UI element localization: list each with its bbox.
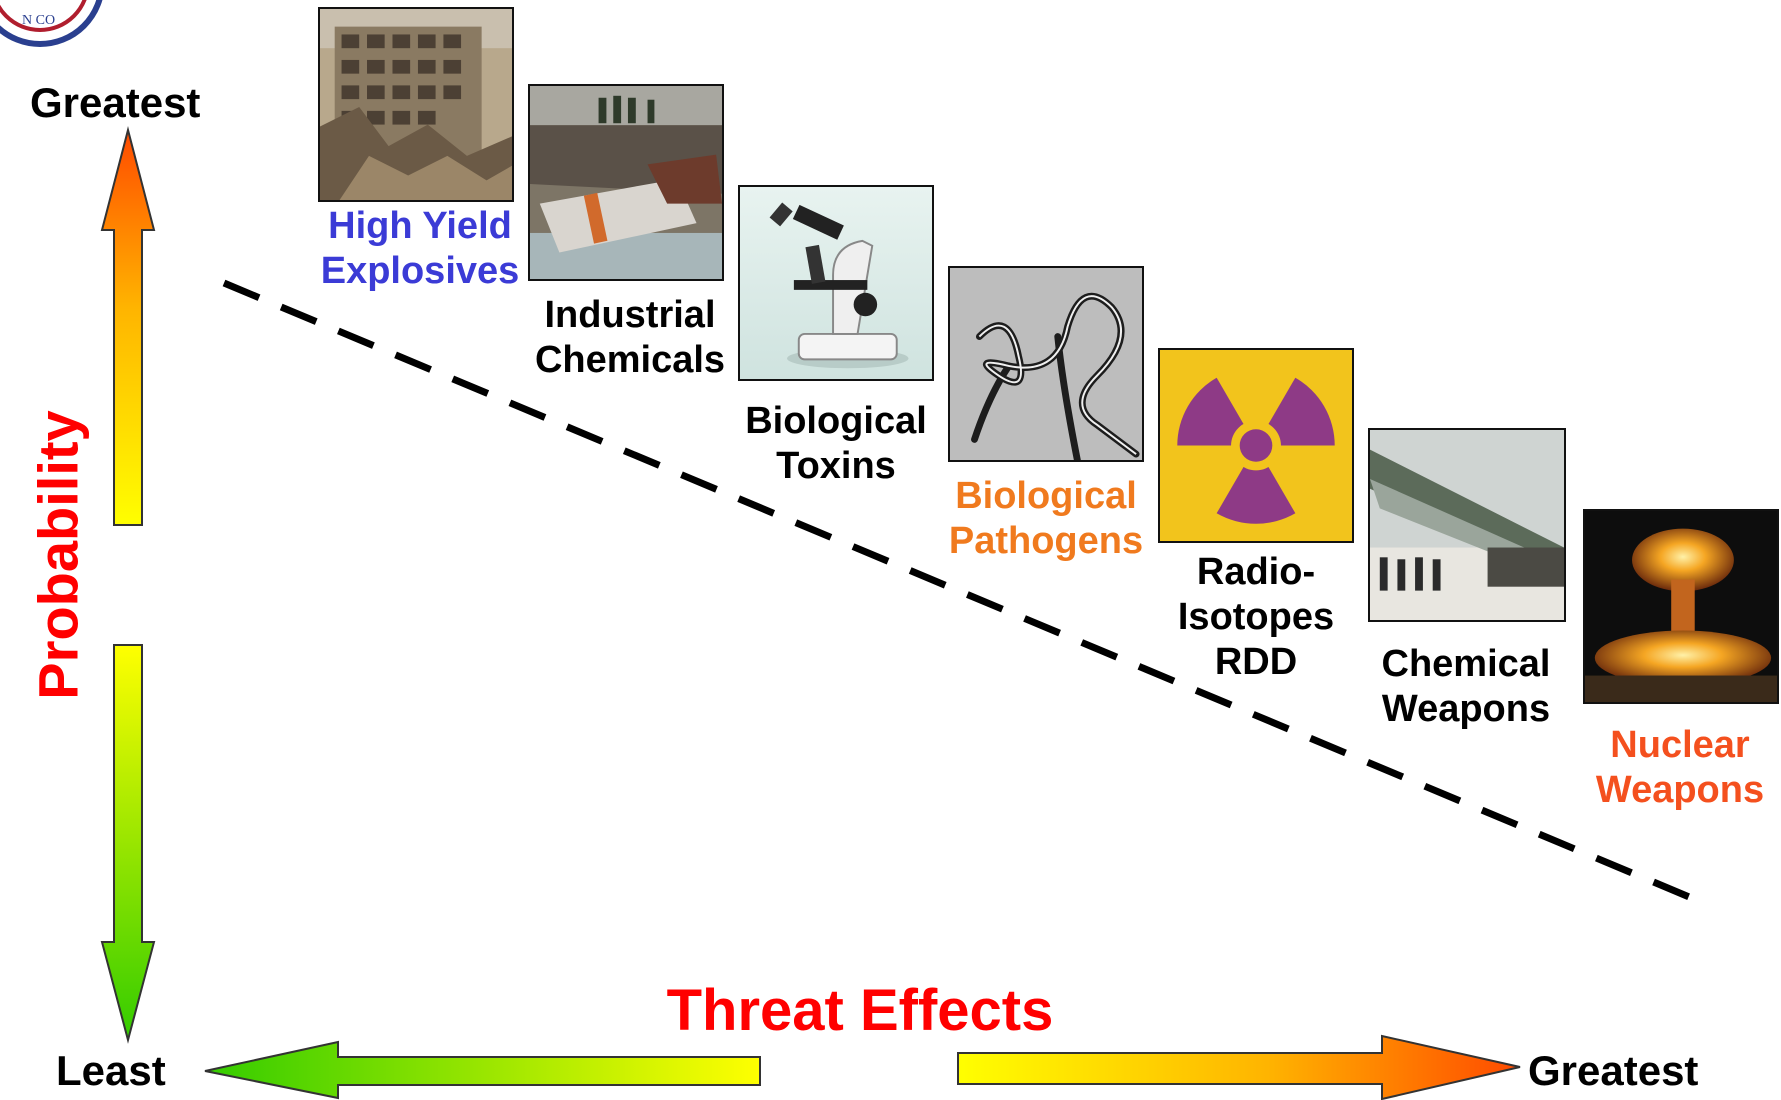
threat-label-line: Industrial bbox=[544, 294, 716, 336]
threat-label-line: Chemical bbox=[1381, 643, 1551, 685]
probability-up-arrow bbox=[100, 126, 156, 526]
threat-label-industrial-chemicals: Industrial Chemicals bbox=[520, 293, 740, 383]
threat-label-chemical-weapons: Chemical Weapons bbox=[1356, 642, 1576, 732]
building-damage-image bbox=[318, 7, 514, 202]
threat-label-line: Biological bbox=[745, 400, 927, 442]
threat-label-line: Biological bbox=[955, 475, 1137, 517]
threat-label-line: Chemicals bbox=[534, 339, 726, 381]
dashed-trend-line bbox=[222, 279, 1708, 908]
svg-text:N CO: N CO bbox=[22, 13, 55, 28]
threat-label-line: Nuclear bbox=[1610, 724, 1750, 766]
microscope-image bbox=[738, 185, 934, 381]
seal-logo: N CO bbox=[0, 0, 103, 47]
threat-effects-title: Threat Effects bbox=[666, 978, 1054, 1043]
nuclear-explosion-image bbox=[1583, 509, 1779, 704]
probability-down-arrow bbox=[100, 644, 156, 1044]
effects-left-arrow bbox=[204, 1040, 761, 1100]
threat-label-line: RDD bbox=[1214, 641, 1298, 683]
pathogen-micrograph-image bbox=[948, 266, 1144, 462]
effects-right-arrow bbox=[957, 1034, 1521, 1100]
threat-label-line: Weapons bbox=[1595, 769, 1765, 811]
probability-axis-title: Probability bbox=[26, 410, 90, 700]
threat-label-line: High Yield bbox=[328, 205, 512, 247]
threat-label-nuclear-weapons: Nuclear Weapons bbox=[1570, 723, 1781, 813]
effects-least-label: Least bbox=[56, 1047, 166, 1094]
threat-label-biological-toxins: Biological Toxins bbox=[726, 399, 946, 489]
threat-label-line: Toxins bbox=[776, 445, 896, 487]
train-derailment-image bbox=[528, 84, 724, 281]
threat-label-line: Explosives bbox=[320, 250, 520, 292]
radiation-symbol-image bbox=[1158, 348, 1354, 543]
threat-label-line: Weapons bbox=[1381, 688, 1551, 730]
threat-label-line: Pathogens bbox=[948, 520, 1144, 562]
threat-label-high-yield-explosives: High Yield Explosives bbox=[310, 204, 530, 294]
missile-launcher-image bbox=[1368, 428, 1566, 622]
effects-greatest-label: Greatest bbox=[1528, 1047, 1699, 1094]
threat-label-line: Radio- bbox=[1196, 551, 1316, 593]
probability-greatest-label: Greatest bbox=[30, 79, 201, 126]
threat-label-line: Isotopes bbox=[1177, 596, 1335, 638]
threat-label-biological-pathogens: Biological Pathogens bbox=[936, 474, 1156, 564]
threat-label-radio-isotopes-rdd: Radio- Isotopes RDD bbox=[1146, 550, 1366, 685]
